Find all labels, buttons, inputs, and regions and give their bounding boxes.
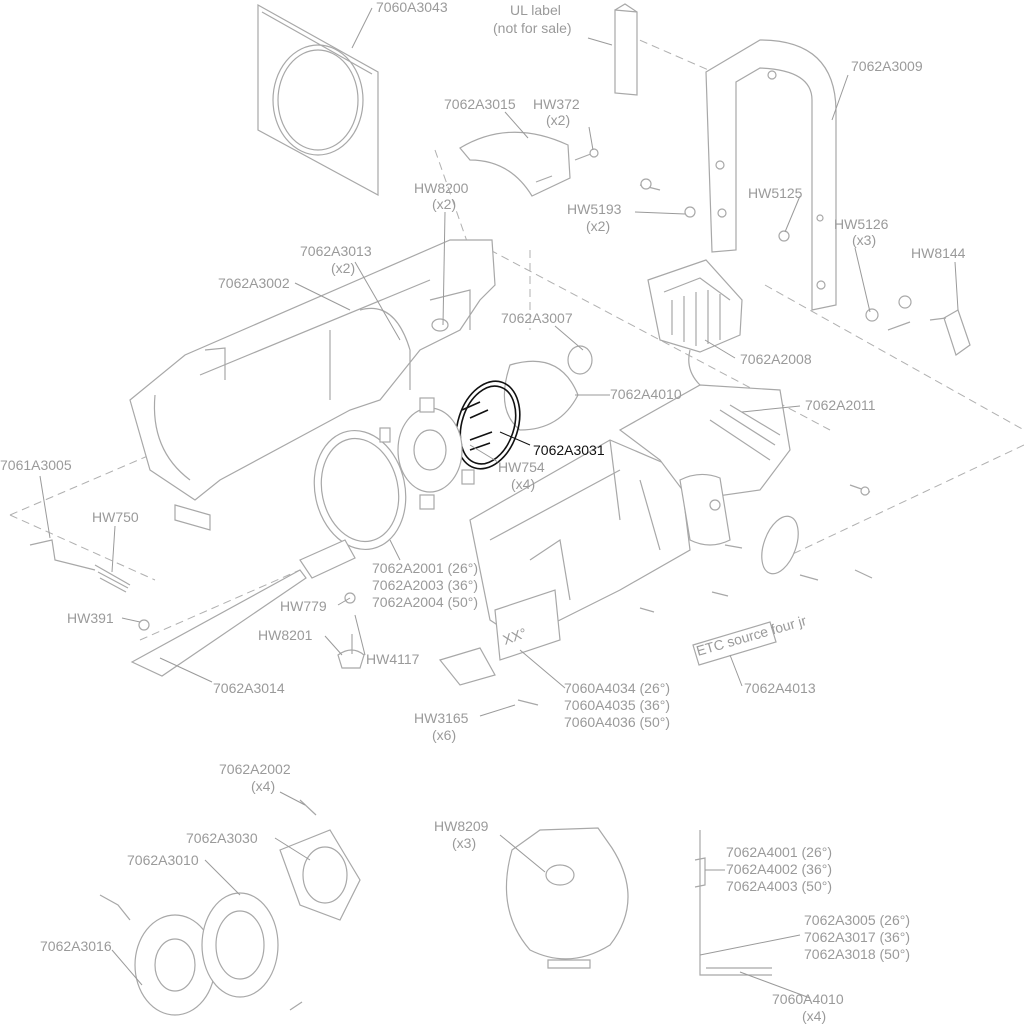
label-hw5193-qty: (x2) [586,218,610,234]
label-hw4117: HW4117 [366,651,420,667]
knob-hw8144 [929,309,971,356]
label-hw8201: HW8201 [258,627,313,643]
leader-lines [39,7,959,999]
label-hw750: HW750 [92,509,139,525]
label-7062A3017: 7062A3017 (36°) [804,929,910,945]
washers-hw5126 [865,295,912,331]
lens-ring [313,429,407,551]
label-ul-note: (not for sale) [493,20,572,36]
label-7062A2002: 7062A2002 [219,761,291,777]
label-hw5126-qty: (x3) [852,232,876,248]
label-hw3165: HW3165 [414,710,469,726]
brand-plate [692,621,777,666]
label-hw754: HW754 [498,459,545,475]
label-hw754-qty: (x4) [511,476,535,492]
label-ul-label: UL label [510,2,561,18]
label-7062A3009: 7062A3009 [851,58,923,74]
label-7060A4010: 7060A4010 [772,991,844,1007]
front-barrel-bracket [438,589,561,686]
barrel-degree-mark: XX° [501,624,529,647]
shutter-gate [379,397,475,510]
label-7062A3018: 7062A3018 (50°) [804,946,910,962]
label-hw779: HW779 [280,598,327,614]
label-hw391: HW391 [67,610,114,626]
label-7062A4010: 7062A4010 [610,386,682,402]
shutter-blades-group [99,799,361,1016]
label-7062A2004: 7062A2004 (50°) [372,594,478,610]
label-7060A4010-qty: (x4) [802,1008,826,1024]
ul-label-part [614,3,638,96]
label-hw8209-qty: (x3) [452,835,476,851]
label-7062A3016: 7062A3016 [40,938,112,954]
rear-plate [679,473,799,575]
label-hw8200-qty: (x2) [432,196,456,212]
label-hw5193: HW5193 [567,201,622,217]
label-7062A3002: 7062A3002 [218,275,290,291]
label-7062A3015: 7062A3015 [444,96,516,112]
screw-hw372 [574,148,599,161]
label-7062A3030: 7062A3030 [186,830,258,846]
label-7062A3013: 7062A3013 [300,243,372,259]
label-7061A3005: 7061A3005 [0,457,72,473]
top-cover-plate [459,131,571,197]
retaining-ring-highlighted [455,380,521,470]
label-7062A2003: 7062A2003 (36°) [372,577,478,593]
part-labels: 7060A3043 UL label (not for sale) 7062A3… [0,0,966,1024]
assembly-guide-lines [9,34,1024,641]
housing-shell [129,239,496,531]
label-7062A4013: 7062A4013 [744,680,816,696]
gobo-holder [505,827,629,969]
screw-hw5193 [639,178,696,218]
label-7062A3013-qty: (x2) [331,260,355,276]
label-7062A3010: 7062A3010 [127,852,199,868]
label-hw5126: HW5126 [834,216,889,232]
label-7062A3014: 7062A3014 [213,680,285,696]
plate-brand-text: ETC source four jr [694,612,808,659]
label-7062A2002-qty: (x4) [251,778,275,794]
label-7062A4001: 7062A4001 (26°) [726,844,832,860]
label-hw8209: HW8209 [434,818,489,834]
rear-housing [618,384,791,501]
label-7062A3031: 7062A3031 [533,442,605,458]
label-hw8200: HW8200 [414,180,469,196]
screw-hw5125 [778,230,790,242]
label-hw8144: HW8144 [911,245,966,261]
focus-slide-rail [130,539,365,677]
label-hw372: HW372 [533,96,580,112]
screws-hw3165 [517,484,873,706]
label-7062A3005: 7062A3005 (26°) [804,912,910,928]
label-hw3165-qty: (x6) [432,727,456,743]
focus-lever [29,539,96,571]
label-hw372-qty: (x2) [546,112,570,128]
spring-hw750 [94,564,131,593]
label-hw5125: HW5125 [748,185,803,201]
label-7062A4003: 7062A4003 (50°) [726,878,832,894]
label-7060A4035: 7060A4035 (36°) [564,697,670,713]
label-7060A3043: 7060A3043 [376,0,448,15]
label-7060A4034: 7060A4034 (26°) [564,680,670,696]
label-7062A3007: 7062A3007 [501,310,573,326]
yoke [705,39,837,311]
label-7062A2001: 7062A2001 (26°) [372,560,478,576]
lamp-socket-cap [647,259,743,386]
label-7062A4002: 7062A4002 (36°) [726,861,832,877]
label-7062A2011: 7062A2011 [805,397,876,413]
label-7062A2008: 7062A2008 [740,351,812,367]
label-7060A4036: 7060A4036 (50°) [564,714,670,730]
color-frame [257,3,379,197]
reflector [503,345,593,431]
